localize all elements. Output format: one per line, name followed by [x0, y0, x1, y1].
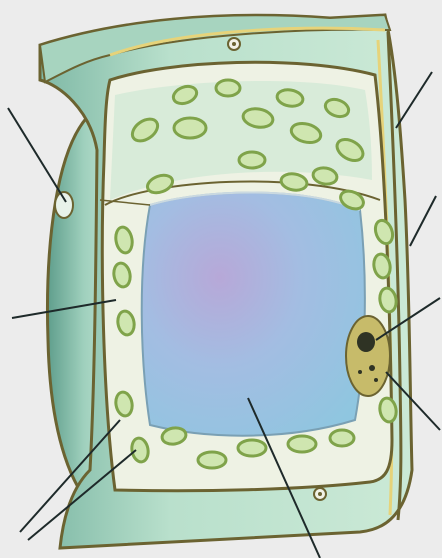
chloroplast — [330, 430, 354, 446]
chloroplast — [288, 436, 316, 452]
nucleolus — [357, 332, 375, 352]
leader-line — [396, 72, 432, 128]
leader-line — [8, 108, 66, 202]
nucleus — [346, 316, 390, 396]
chloroplast — [174, 118, 206, 138]
leader-line — [410, 196, 436, 246]
chloroplast — [198, 452, 226, 468]
central-vacuole — [142, 193, 365, 436]
chloroplast — [238, 440, 266, 456]
chloroplast — [239, 152, 265, 168]
chloroplast — [216, 80, 240, 96]
